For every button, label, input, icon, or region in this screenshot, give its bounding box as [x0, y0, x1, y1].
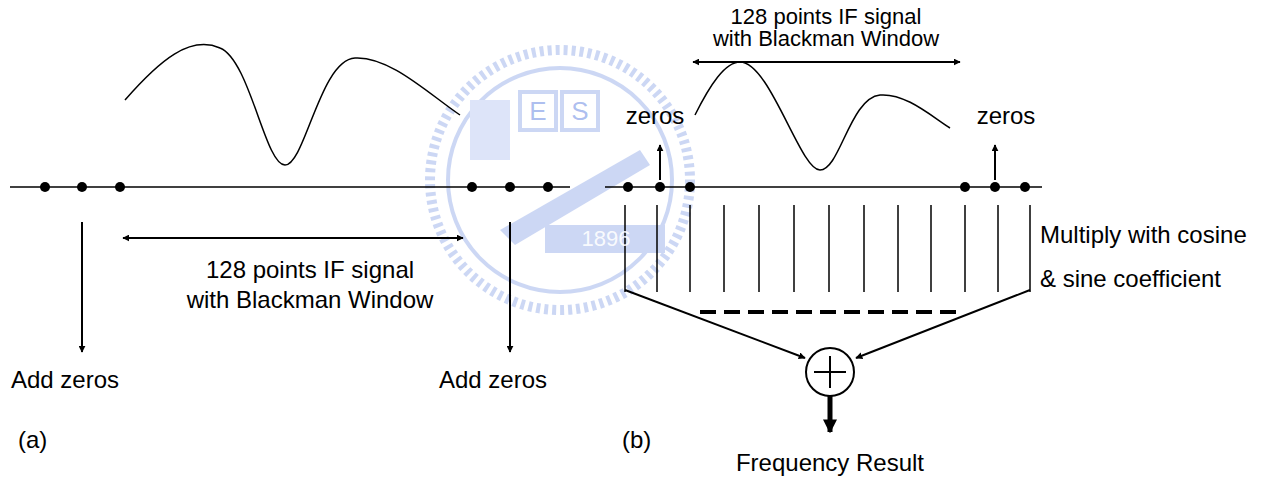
zeros-label: zeros: [615, 102, 695, 130]
if-waveform: [125, 45, 460, 165]
watermark: 1896: [561, 225, 651, 253]
span-arrow: [123, 237, 463, 239]
watermark-ring: [448, 68, 672, 292]
zero-sample: [543, 182, 553, 192]
watermark: E: [523, 96, 553, 126]
zero-sample: [40, 182, 50, 192]
adder-plus: [814, 371, 846, 373]
zero-sample: [960, 182, 970, 192]
leader-arrow: [994, 145, 996, 180]
watermark-box: [562, 92, 598, 130]
zero-samples: [40, 182, 553, 192]
output-label: Frequency Result: [720, 449, 940, 477]
zeros-label: zeros: [966, 102, 1046, 130]
zero-sample: [655, 182, 665, 192]
watermark-building: [470, 100, 510, 160]
watermark: S: [565, 96, 595, 126]
zero-sample: [77, 182, 87, 192]
zero-sample: [1020, 182, 1030, 192]
tap-line: [897, 205, 899, 292]
leader-arrow: [81, 222, 83, 352]
tap-line: [828, 205, 830, 292]
span-label: 128 points IF signal with Blackman Windo…: [185, 255, 435, 315]
sample-axis: [10, 186, 570, 188]
sum-arrow: [625, 290, 805, 358]
span-arrow: [693, 61, 960, 63]
panel-label: (b): [622, 426, 682, 454]
zero-sample: [467, 182, 477, 192]
if-waveform: [695, 62, 950, 170]
tap-line: [930, 205, 932, 292]
tap-line: [964, 205, 966, 292]
leader-arrow: [659, 145, 661, 180]
coefficient-taps: [625, 205, 1030, 292]
zeros-label: Add zeros: [428, 366, 558, 394]
tap-line: [656, 205, 658, 292]
operation-note: Multiply with cosine & sine coefficient: [1040, 213, 1256, 301]
zeros-label: Add zeros: [0, 366, 130, 394]
tap-line: [689, 205, 691, 292]
zero-sample: [990, 182, 1000, 192]
leader-arrow: [509, 222, 511, 352]
sum-arrow: [856, 290, 1030, 358]
span-label: 128 points IF signal with Blackman Windo…: [710, 6, 942, 50]
watermark-ring: [430, 50, 690, 310]
tap-line: [723, 205, 725, 292]
tap-line: [863, 205, 865, 292]
zero-samples: [623, 182, 1030, 192]
sample-axis: [605, 186, 1042, 188]
zero-sample: [505, 182, 515, 192]
ellipsis-dashes: [700, 310, 962, 314]
zero-sample: [115, 182, 125, 192]
tap-line: [758, 205, 760, 292]
watermark-plate: [545, 225, 665, 253]
tap-line: [793, 205, 795, 292]
output-arrow: [828, 396, 833, 432]
zero-sample: [685, 182, 695, 192]
panel-label: (a): [18, 426, 78, 454]
tap-line: [1029, 205, 1031, 292]
adder-symbol: [806, 348, 854, 396]
watermark-logo: [430, 50, 690, 310]
zero-sample: [623, 182, 633, 192]
tap-line: [997, 205, 999, 292]
watermark-box: [520, 92, 556, 130]
